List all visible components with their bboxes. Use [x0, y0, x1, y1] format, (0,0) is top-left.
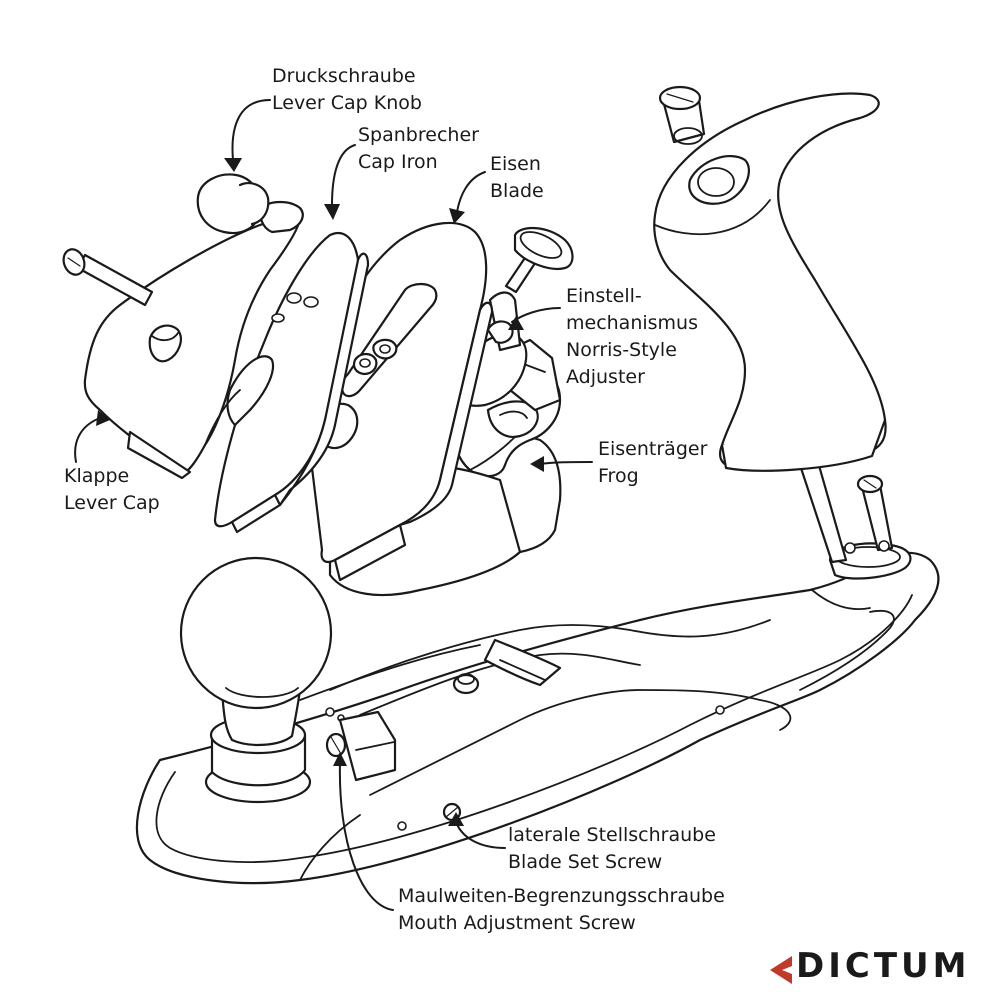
dictum-logo: DICTUM — [768, 946, 966, 992]
logo-mark-icon — [770, 956, 792, 984]
label-cap-iron-en: Cap Iron — [358, 151, 438, 173]
label-blade: Eisen Blade — [490, 151, 544, 205]
label-lever-cap: Klappe Lever Cap — [64, 463, 160, 517]
label-frog-en: Frog — [598, 465, 639, 487]
label-mouth-screw-de: Maulweiten-Begrenzungsschraube — [398, 885, 725, 907]
lever-cap-screw — [62, 248, 154, 307]
label-adjuster-de-1: Einstell- — [566, 285, 642, 307]
plane-body — [135, 551, 940, 885]
label-frog: Eisenträger Frog — [598, 436, 707, 490]
label-lever-cap-knob: Druckschraube Lever Cap Knob — [272, 63, 422, 117]
label-mouth-screw: Maulweiten-Begrenzungsschraube Mouth Adj… — [398, 883, 725, 937]
label-lever-cap-en: Lever Cap — [64, 492, 160, 514]
leader-arrows — [74, 99, 593, 911]
label-lever-cap-knob-de: Druckschraube — [272, 65, 416, 87]
label-lever-cap-knob-en: Lever Cap Knob — [272, 92, 422, 114]
label-mouth-screw-en: Mouth Adjustment Screw — [398, 912, 636, 934]
label-cap-iron-de: Spanbrecher — [358, 124, 479, 146]
brand-name: DICTUM — [796, 946, 971, 986]
label-blade-set-screw-de: laterale Stellschraube — [508, 824, 716, 846]
tote-base — [798, 460, 912, 580]
rear-tote — [653, 92, 887, 472]
tote-screw — [658, 85, 706, 145]
label-adjuster-en-2: Adjuster — [566, 366, 645, 388]
label-blade-set-screw-en: Blade Set Screw — [508, 851, 663, 873]
label-blade-set-screw: laterale Stellschraube Blade Set Screw — [508, 822, 716, 876]
label-adjuster-de-2: mechanismus — [566, 312, 698, 334]
label-adjuster: Einstell- mechanismus Norris-Style Adjus… — [566, 283, 698, 391]
lever-cap-knob — [196, 173, 270, 235]
lever-cap — [83, 200, 304, 480]
label-adjuster-en-1: Norris-Style — [566, 339, 677, 361]
cap-iron — [213, 232, 370, 534]
front-knob — [179, 556, 333, 804]
label-frog-de: Eisenträger — [598, 438, 708, 460]
label-blade-de: Eisen — [490, 153, 541, 175]
label-lever-cap-de: Klappe — [64, 465, 130, 487]
label-blade-en: Blade — [490, 180, 544, 202]
label-cap-iron: Spanbrecher Cap Iron — [358, 122, 479, 176]
